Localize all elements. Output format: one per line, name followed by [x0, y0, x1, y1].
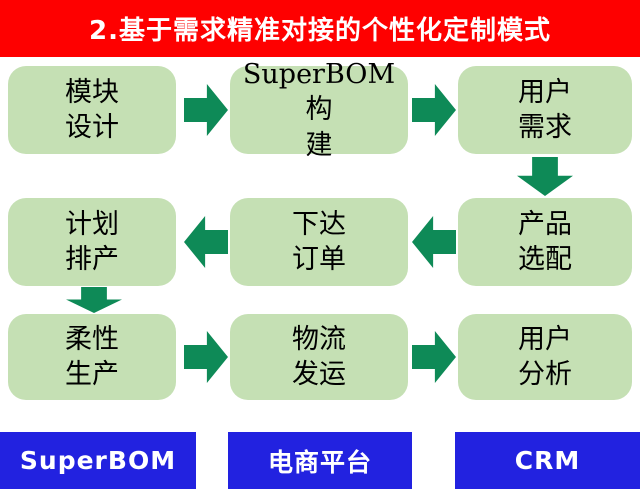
- bottom-label-text: CRM: [514, 446, 581, 475]
- box-text-line: 选配: [518, 244, 572, 275]
- right-arrow-icon: [412, 84, 456, 136]
- box-product-config: 产品 选配: [458, 198, 632, 286]
- box-text-line: 发运: [292, 359, 346, 390]
- box-logistics-shipping: 物流 发运: [230, 314, 408, 400]
- box-text-line: 设计: [65, 112, 119, 143]
- box-user-analysis: 用户 分析: [458, 314, 632, 400]
- box-text-line: 下达: [292, 208, 346, 240]
- left-arrow-icon: [412, 216, 456, 268]
- box-text-line: 用户: [518, 76, 572, 108]
- box-text-line: 模块: [65, 76, 119, 108]
- right-arrow-icon: [412, 331, 456, 383]
- box-flexible-production: 柔性 生产: [8, 314, 176, 400]
- title-banner: 2.基于需求精准对接的个性化定制模式: [0, 0, 640, 57]
- box-text-line: 柔性: [65, 323, 119, 355]
- box-text-line: 计划: [65, 208, 119, 240]
- right-arrow-icon: [184, 84, 228, 136]
- box-text-line: 用户: [518, 323, 572, 355]
- right-arrow-icon: [184, 331, 228, 383]
- bottom-label-ecommerce-platform: 电商平台: [228, 432, 412, 489]
- slide-title: 2.基于需求精准对接的个性化定制模式: [89, 16, 551, 46]
- bottom-label-crm: CRM: [455, 432, 640, 489]
- box-text-line: 排产: [65, 244, 119, 275]
- down-arrow-icon: [66, 287, 122, 313]
- bottom-label-text: SuperBOM: [19, 446, 177, 475]
- box-plan-scheduling: 计划 排产: [8, 198, 176, 286]
- box-text-line: 物流: [292, 323, 346, 355]
- box-text-line: 订单: [292, 244, 346, 275]
- box-superbom-build: SuperBOM构 建: [230, 59, 408, 161]
- bottom-label-text: 电商平台: [267, 447, 372, 477]
- bottom-label-superbom: SuperBOM: [0, 432, 196, 489]
- box-text-line: 分析: [518, 359, 572, 390]
- box-text-line: 生产: [65, 359, 119, 390]
- box-place-order: 下达 订单: [230, 198, 408, 286]
- down-arrow-icon: [517, 157, 573, 196]
- box-module-design: 模块 设计: [8, 66, 176, 154]
- box-text-line: 建: [305, 129, 333, 161]
- left-arrow-icon: [184, 216, 228, 268]
- box-text-line: SuperBOM构: [242, 59, 396, 126]
- box-text-line: 需求: [518, 112, 572, 143]
- box-user-demand: 用户 需求: [458, 66, 632, 154]
- box-text-line: 产品: [518, 208, 572, 240]
